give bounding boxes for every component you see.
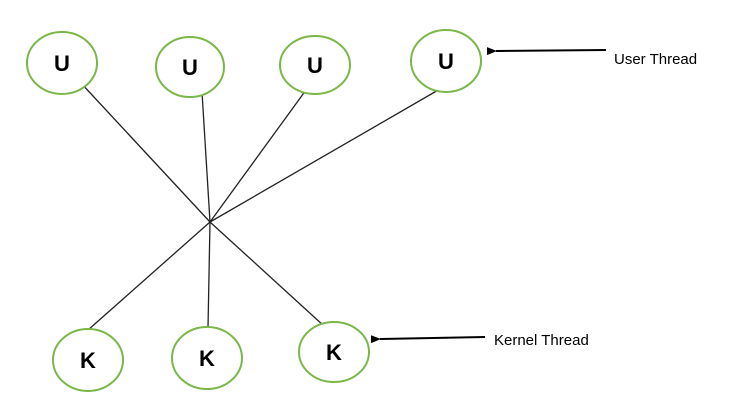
kernel-thread-letter: K (326, 340, 342, 365)
user-thread-letter: U (307, 53, 323, 78)
user-thread-arrow (486, 47, 607, 56)
kernel-thread-node: K (52, 328, 124, 392)
kernel-thread-letter: K (199, 346, 215, 371)
user-thread-circle (410, 29, 482, 93)
user-thread-circle (26, 31, 98, 95)
user-thread-letter: U (438, 49, 454, 74)
user-thread-node: U (410, 29, 482, 93)
user-thread-node: U (26, 31, 98, 95)
user-thread-label: User Thread (614, 51, 697, 68)
user-thread-circle (279, 35, 351, 95)
connector-user-1 (79, 81, 211, 223)
connector-user-2 (201, 91, 211, 223)
user-thread-node: U (279, 35, 351, 95)
user-thread-row: U U U U (26, 29, 482, 98)
kernel-thread-label: Kernel Thread (494, 332, 589, 349)
connector-kernel-3 (209, 221, 325, 327)
user-thread-circle (155, 36, 225, 98)
kernel-thread-letter: K (80, 348, 96, 373)
connector-user-4 (209, 88, 441, 223)
kernel-thread-circle (52, 328, 124, 392)
user-thread-letter: U (54, 51, 70, 76)
user-thread-letter: U (182, 55, 198, 80)
kernel-thread-node: K (298, 321, 370, 383)
user-thread-node: U (155, 36, 225, 98)
connector-lines (79, 81, 441, 331)
kernel-thread-circle (171, 326, 243, 390)
kernel-thread-row: K K K (52, 321, 370, 392)
connector-kernel-1 (87, 221, 211, 331)
connector-user-3 (209, 89, 307, 223)
connector-kernel-2 (207, 221, 211, 329)
kernel-thread-arrow (370, 335, 486, 344)
kernel-thread-node: K (171, 326, 243, 390)
kernel-thread-circle (298, 321, 370, 383)
